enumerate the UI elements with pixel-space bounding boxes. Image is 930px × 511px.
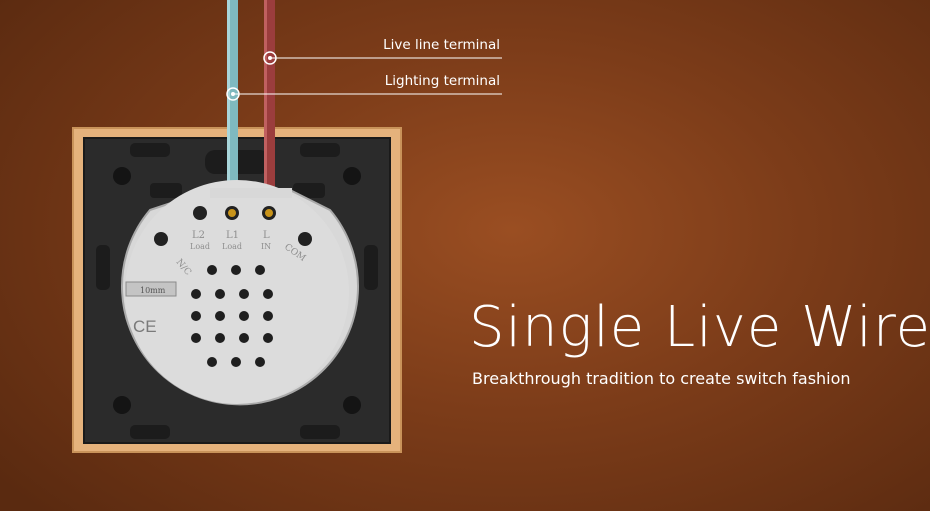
callout-lighting <box>226 87 502 101</box>
red-wire <box>264 0 275 195</box>
terminal-l-sub: IN <box>261 242 271 251</box>
blue-wire <box>227 0 238 195</box>
ce-mark: CE <box>133 317 157 336</box>
terminal-l1-sub: Load <box>222 242 242 251</box>
terminal-l2-sub: Load <box>190 242 210 251</box>
screw-hole <box>343 167 361 185</box>
lighting-terminal-label: Lighting terminal <box>384 73 500 89</box>
terminal-l2-code: L2 <box>192 230 205 241</box>
module-markings: L2 Load L1 Load L IN N/C COM 10mm CE <box>133 230 307 336</box>
callout-live-line <box>263 51 502 65</box>
screw-hole <box>113 167 131 185</box>
headline: Single Live Wire <box>469 295 930 360</box>
terminal-l-code: L <box>263 230 270 241</box>
screw-hole <box>343 396 361 414</box>
tagline: Breakthrough tradition to create switch … <box>472 369 851 388</box>
screw-hole <box>113 396 131 414</box>
vent-holes <box>191 265 273 367</box>
strip-length-marking: 10mm <box>140 286 166 295</box>
live-line-terminal-label: Live line terminal <box>383 37 500 53</box>
terminal-l1-code: L1 <box>226 230 239 241</box>
